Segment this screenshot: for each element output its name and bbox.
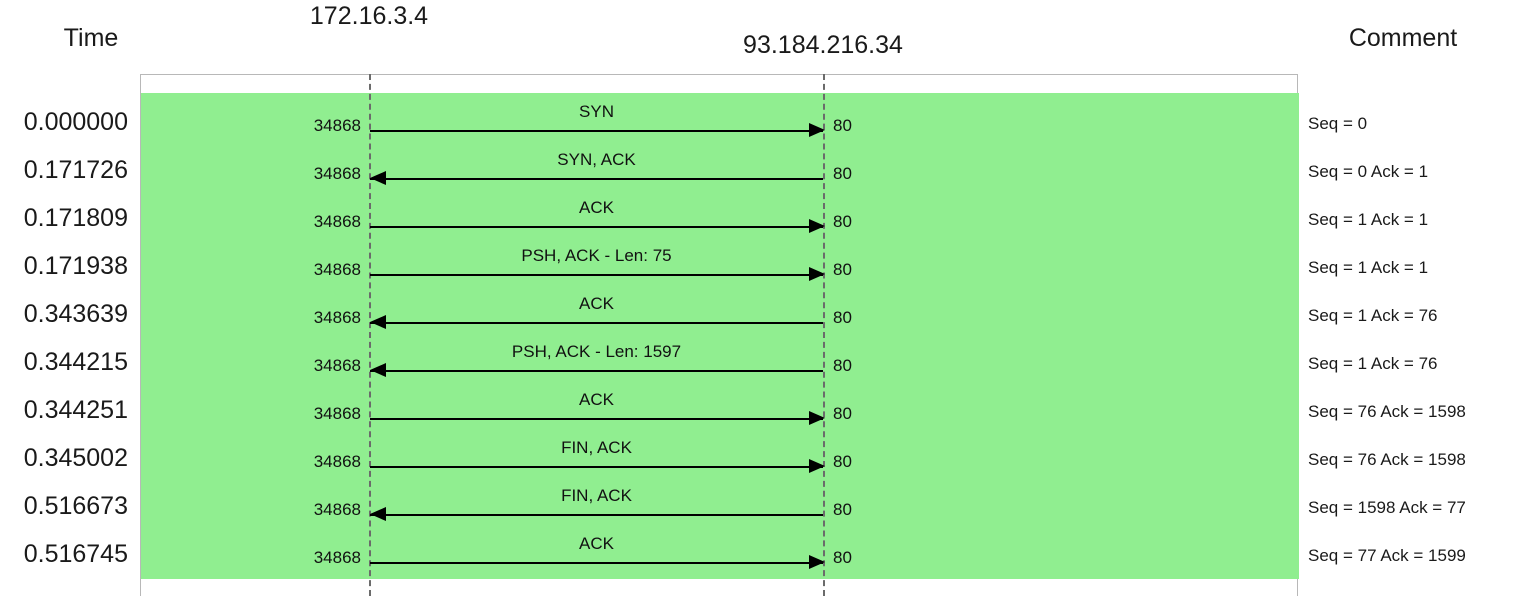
packet-comment: Seq = 0 Ack = 1 [1308, 162, 1429, 181]
arrow-shaft [370, 418, 823, 420]
destination-port-label: 80 [833, 356, 852, 375]
packet-row[interactable]: 0.516745 34868 ACK 80 Seq = 77 Ack = 1599 [0, 532, 1526, 580]
diagram-band-fill [141, 93, 1299, 579]
packet-comment: Seq = 1 Ack = 76 [1308, 306, 1438, 325]
destination-port-label: 80 [833, 260, 852, 279]
arrow-head-right-icon [809, 267, 825, 281]
source-port-label: 34868 [313, 452, 361, 471]
source-port-label: 34868 [313, 308, 361, 327]
destination-port-label: 80 [833, 164, 852, 183]
packet-time: 0.000000 [23, 108, 128, 136]
packet-row[interactable]: 0.171726 34868 SYN, ACK 80 Seq = 0 Ack = 1 [0, 148, 1526, 196]
packet-flags-label: SYN, ACK [557, 150, 636, 169]
packet-row[interactable]: 0.344215 34868 PSH, ACK - Len: 1597 80 Seq =… [0, 340, 1526, 388]
packet-time: 0.345002 [23, 444, 128, 472]
destination-port-label: 80 [833, 308, 852, 327]
packet-row[interactable]: 0.344251 34868 ACK 80 Seq = 76 Ack = 1598 [0, 388, 1526, 436]
column-header-comment: Comment [1348, 24, 1458, 52]
lifeline-node-a [369, 74, 371, 596]
destination-port-label: 80 [833, 116, 852, 135]
arrow-head-right-icon [809, 123, 825, 137]
packet-row[interactable]: 0.345002 34868 FIN, ACK 80 Seq = 76 Ack = 15… [0, 436, 1526, 484]
packet-comment: Seq = 1 Ack = 1 [1308, 210, 1429, 229]
destination-port-label: 80 [833, 404, 852, 423]
source-port-label: 34868 [313, 404, 361, 423]
packet-flags-label: ACK [579, 294, 614, 313]
packet-comment: Seq = 1 Ack = 1 [1308, 258, 1429, 277]
arrow-head-left-icon [370, 315, 386, 329]
diagram-band [140, 74, 1299, 596]
packet-comment: Seq = 1 Ack = 76 [1308, 354, 1438, 373]
packet-time: 0.344251 [23, 396, 128, 424]
column-header-node-b: 93.184.216.34 [743, 31, 903, 59]
packet-time: 0.171809 [23, 204, 128, 232]
packet-flags-label: PSH, ACK - Len: 1597 [511, 342, 682, 361]
arrow-shaft [370, 274, 823, 276]
packet-flags-label: ACK [579, 198, 614, 217]
packet-comment: Seq = 77 Ack = 1599 [1308, 546, 1466, 565]
packet-time: 0.516745 [23, 540, 128, 568]
packet-row[interactable]: 0.000000 34868 SYN 80 Seq = 0 [0, 100, 1526, 148]
arrow-shaft [370, 466, 823, 468]
packet-time: 0.171938 [23, 252, 128, 280]
arrow-shaft [370, 370, 823, 372]
arrow-shaft [370, 178, 823, 180]
arrow-shaft [370, 322, 823, 324]
packet-comment: Seq = 76 Ack = 1598 [1308, 402, 1466, 421]
arrow-shaft [370, 514, 823, 516]
packet-row[interactable]: 0.343639 34868 ACK 80 Seq = 1 Ack = 76 [0, 292, 1526, 340]
arrow-shaft [370, 226, 823, 228]
source-port-label: 34868 [313, 500, 361, 519]
packet-row[interactable]: 0.516673 34868 FIN, ACK 80 Seq = 1598 Ack = … [0, 484, 1526, 532]
source-port-label: 34868 [313, 212, 361, 231]
arrow-head-left-icon [370, 507, 386, 521]
arrow-head-left-icon [370, 363, 386, 377]
packet-time: 0.171726 [23, 156, 128, 184]
column-header-node-a: 172.16.3.4 [309, 2, 429, 30]
packet-comment: Seq = 76 Ack = 1598 [1308, 450, 1466, 469]
destination-port-label: 80 [833, 212, 852, 231]
column-header-time: Time [63, 24, 119, 52]
arrow-head-right-icon [809, 411, 825, 425]
packet-flags-label: FIN, ACK [561, 486, 632, 505]
packet-time: 0.516673 [23, 492, 128, 520]
source-port-label: 34868 [313, 116, 361, 135]
packet-flags-label: ACK [579, 390, 614, 409]
destination-port-label: 80 [833, 500, 852, 519]
source-port-label: 34868 [313, 164, 361, 183]
packet-flags-label: SYN [579, 102, 614, 121]
packet-comment: Seq = 1598 Ack = 77 [1308, 498, 1466, 517]
packet-comment: Seq = 0 [1308, 114, 1368, 133]
packet-flags-label: ACK [579, 534, 614, 553]
arrow-head-right-icon [809, 459, 825, 473]
source-port-label: 34868 [313, 260, 361, 279]
packet-time: 0.344215 [23, 348, 128, 376]
arrow-shaft [370, 562, 823, 564]
lifeline-node-b [823, 74, 825, 596]
packet-flags-label: FIN, ACK [561, 438, 632, 457]
arrow-head-right-icon [809, 555, 825, 569]
source-port-label: 34868 [313, 548, 361, 567]
packet-row[interactable]: 0.171809 34868 ACK 80 Seq = 1 Ack = 1 [0, 196, 1526, 244]
arrow-shaft [370, 130, 823, 132]
destination-port-label: 80 [833, 452, 852, 471]
source-port-label: 34868 [313, 356, 361, 375]
arrow-head-left-icon [370, 171, 386, 185]
arrow-head-right-icon [809, 219, 825, 233]
packet-row[interactable]: 0.171938 34868 PSH, ACK - Len: 75 80 Seq = 1… [0, 244, 1526, 292]
destination-port-label: 80 [833, 548, 852, 567]
packet-time: 0.343639 [23, 300, 128, 328]
packet-flags-label: PSH, ACK - Len: 75 [521, 246, 672, 265]
